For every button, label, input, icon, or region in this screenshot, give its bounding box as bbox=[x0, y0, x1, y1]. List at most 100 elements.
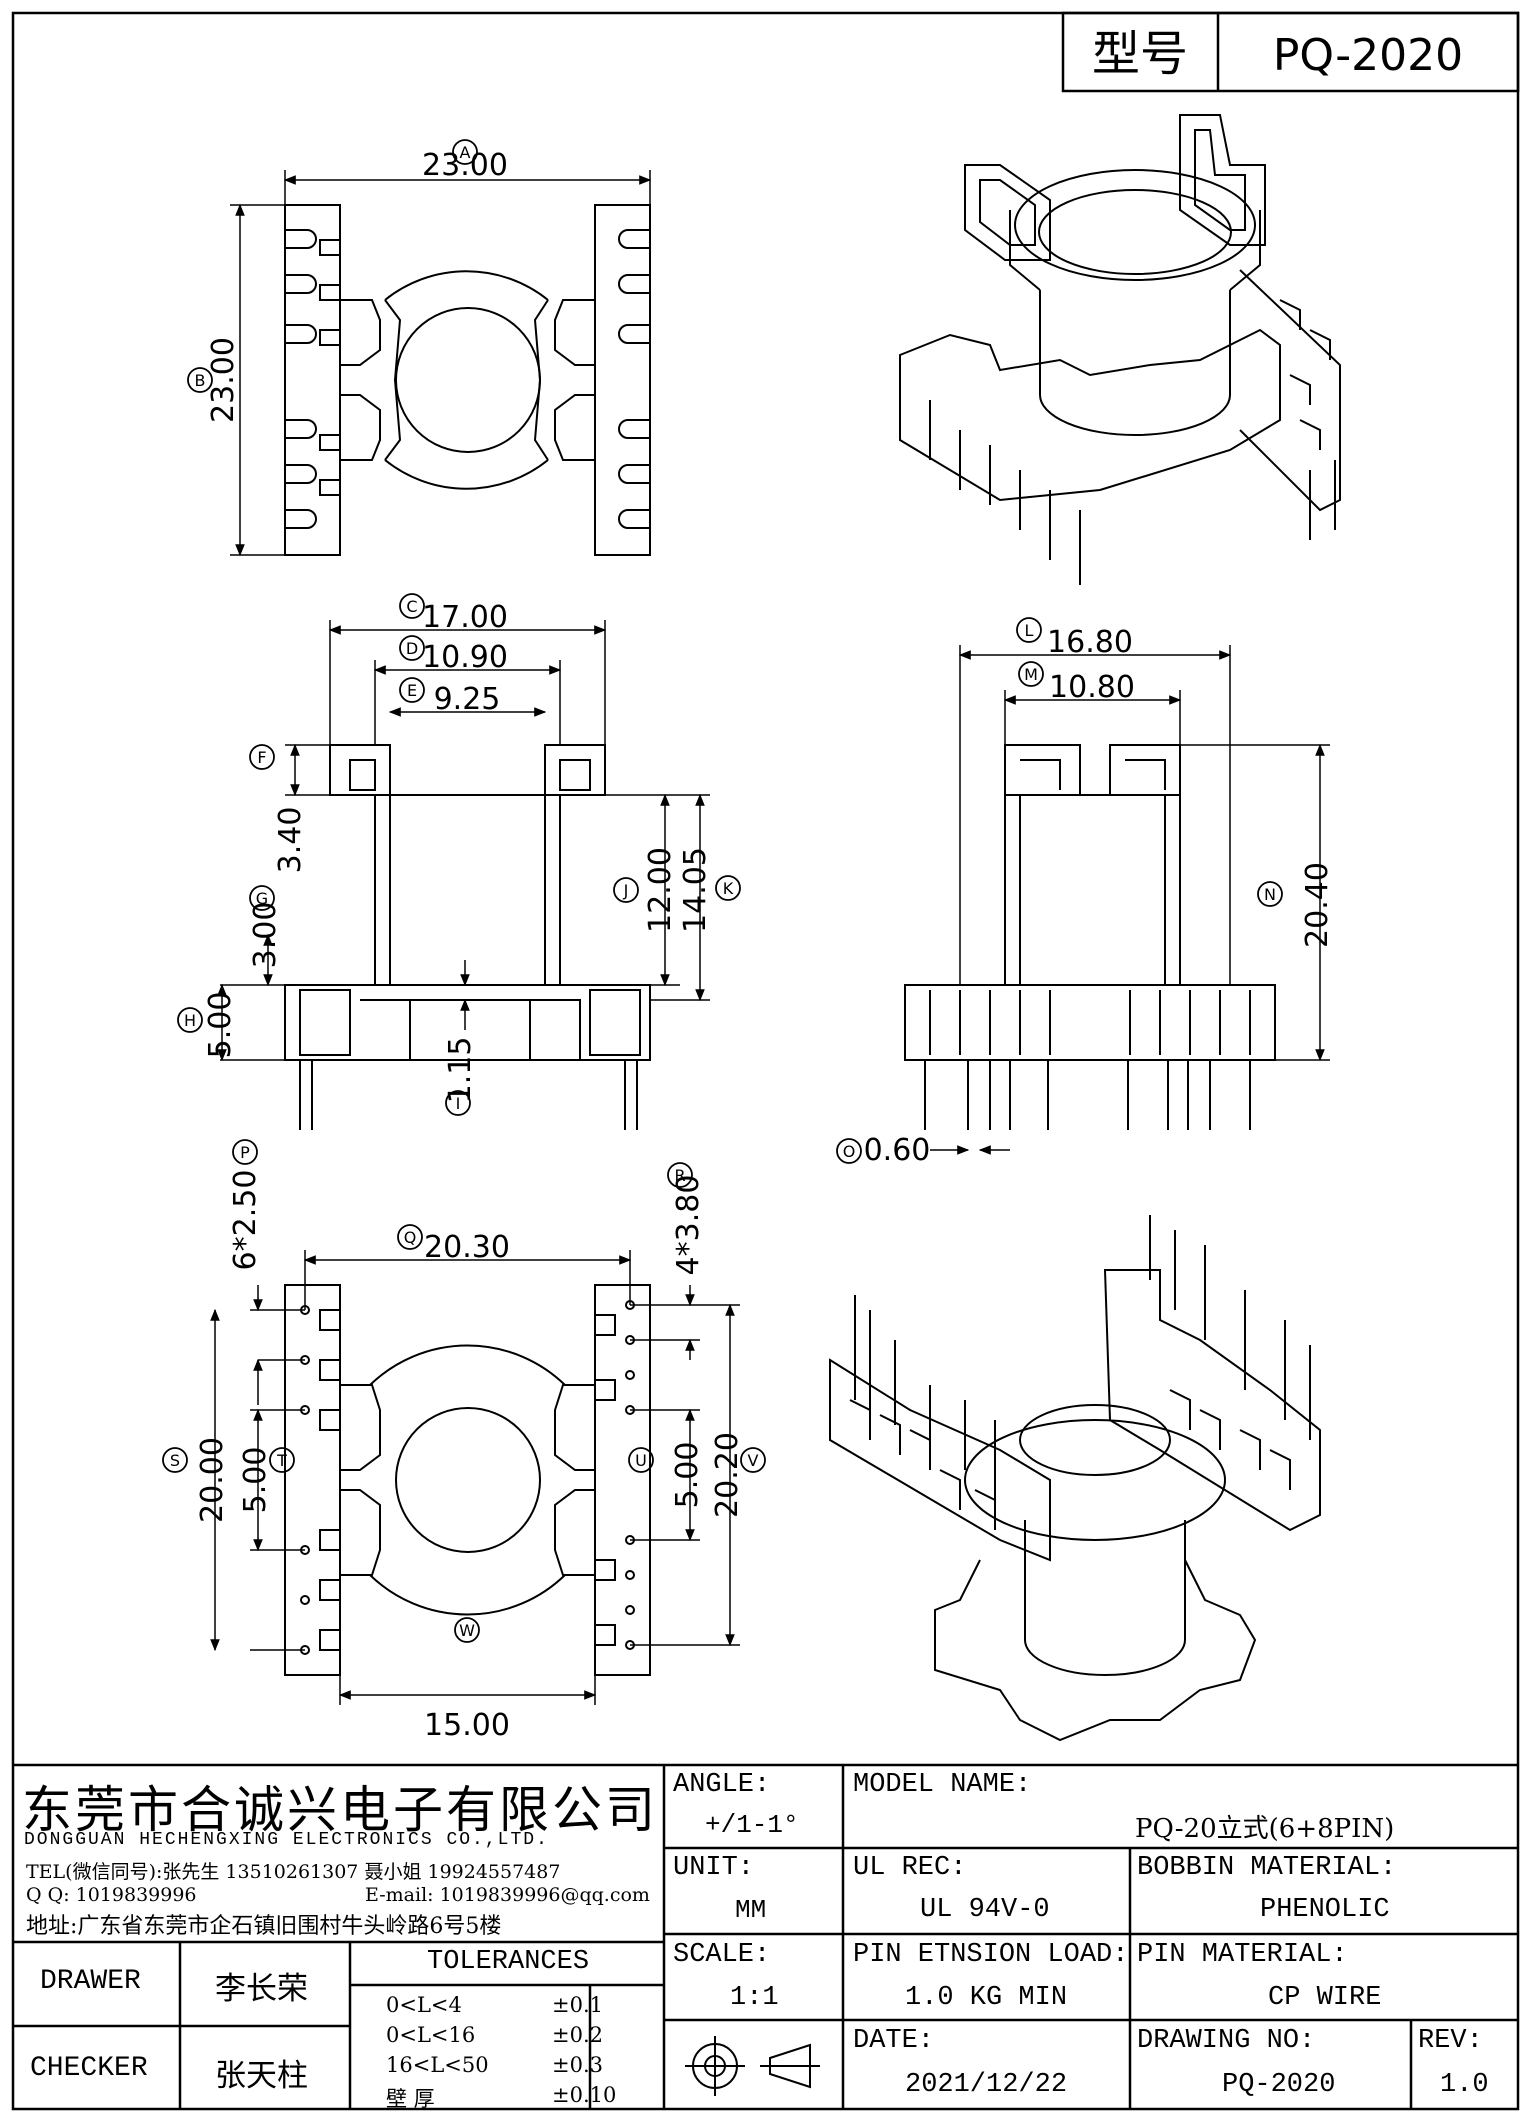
dim-letter-text: I bbox=[456, 1094, 461, 1113]
dim-letter-n: N bbox=[1257, 881, 1283, 907]
front-view-top-flange-left bbox=[329, 744, 391, 796]
dim-letter-v: V bbox=[740, 1447, 766, 1473]
dim-letter-f: F bbox=[249, 744, 275, 770]
scale-label: SCALE: bbox=[673, 1940, 771, 1970]
dim-letter-q: Q bbox=[397, 1224, 423, 1250]
dim-letter-circle bbox=[452, 139, 478, 165]
company-tel: TEL(微信同号):张先生 13510261307 聂小姐 1992455748… bbox=[26, 1861, 561, 1883]
dim-letter-circle bbox=[628, 1447, 654, 1473]
dim-letter-text: L bbox=[1025, 621, 1034, 640]
dim-letter-text: K bbox=[723, 879, 734, 898]
model-title-box: 型号 PQ-2020 bbox=[1061, 11, 1520, 93]
dim-A-value: 23.00 bbox=[422, 148, 508, 183]
rev-label: REV: bbox=[1418, 2026, 1483, 2056]
date-label: DATE: bbox=[853, 2026, 935, 2056]
model-name-label: MODEL NAME: bbox=[853, 1770, 1032, 1800]
front-view-base bbox=[284, 984, 651, 1061]
dim-letter-circle bbox=[667, 1162, 693, 1188]
pin-load-label: PIN ETNSION LOAD: bbox=[853, 1940, 1129, 1970]
dim-W-value: 15.00 bbox=[424, 1708, 510, 1743]
dim-V-value: 20.20 bbox=[710, 1432, 745, 1518]
dim-letter-a: A bbox=[452, 139, 478, 165]
dim-letter-circle bbox=[399, 635, 425, 661]
dim-letter-circle bbox=[399, 593, 425, 619]
dim-E-value: 9.25 bbox=[434, 682, 501, 717]
dim-letter-circle bbox=[397, 1224, 423, 1250]
drawer-value: 李长荣 bbox=[215, 1971, 308, 2007]
dim-letter-l: L bbox=[1016, 617, 1042, 643]
dim-letter-circle bbox=[187, 367, 213, 393]
dim-letter-o: O bbox=[836, 1138, 862, 1164]
ul-rec-label: UL REC: bbox=[853, 1853, 967, 1883]
dim-letter-text: O bbox=[843, 1142, 856, 1161]
dim-letter-k: K bbox=[715, 875, 741, 901]
top-view-dims bbox=[230, 170, 652, 557]
top-view-core-hole bbox=[395, 307, 541, 453]
dim-letter-text: M bbox=[1024, 665, 1038, 684]
dim-letter-circle bbox=[1016, 617, 1042, 643]
dim-I-value: 1.15 bbox=[443, 1037, 478, 1104]
dim-letter-circle bbox=[249, 885, 275, 911]
front-view-dims bbox=[217, 620, 710, 1062]
dim-letter-j: J bbox=[613, 877, 639, 903]
dim-letter-circle bbox=[162, 1447, 188, 1473]
dim-O-value: 0.60 bbox=[864, 1133, 931, 1168]
company-name-en: DONGGUAN HECHENGXING ELECTRONICS CO.,LTD… bbox=[24, 1830, 549, 1850]
drawer-label: DRAWER bbox=[40, 1966, 141, 1997]
dim-letter-text: F bbox=[257, 748, 266, 767]
dim-letter-circle bbox=[1018, 661, 1044, 687]
title-block-grid bbox=[13, 1763, 1518, 2109]
dim-letter-m: M bbox=[1018, 661, 1044, 687]
angle-value: +/1-1° bbox=[705, 1810, 799, 1840]
dim-letter-circle bbox=[715, 875, 741, 901]
dim-letter-e: E bbox=[399, 677, 425, 703]
bottom-view-dims bbox=[210, 1250, 740, 1705]
company-name-cn: 东莞市合诚兴电子有限公司 bbox=[22, 1781, 658, 1839]
dim-letter-g: G bbox=[249, 885, 275, 911]
bobbin-material-value: PHENOLIC bbox=[1260, 1895, 1390, 1925]
dim-letter-t: T bbox=[269, 1447, 295, 1473]
bottom-view bbox=[284, 1284, 651, 1676]
dim-letter-u: U bbox=[628, 1447, 654, 1473]
tolerance-value: ±0.10 bbox=[552, 2083, 617, 2107]
bottom-view-core-hole bbox=[395, 1407, 541, 1553]
dim-letter-circle bbox=[399, 677, 425, 703]
dim-C-value: 17.00 bbox=[422, 600, 508, 635]
tolerance-value: ±0.2 bbox=[552, 2023, 603, 2047]
dim-letter-text: U bbox=[635, 1451, 647, 1470]
dim-M-value: 10.80 bbox=[1049, 670, 1135, 705]
dim-letter-circle bbox=[249, 744, 275, 770]
dim-L-value: 16.80 bbox=[1047, 625, 1133, 660]
rev-value: 1.0 bbox=[1440, 2070, 1489, 2100]
dim-letter-text: B bbox=[195, 371, 206, 390]
dim-D-value: 10.90 bbox=[422, 640, 508, 675]
tolerance-value: ±0.3 bbox=[552, 2053, 603, 2077]
dim-letter-circle bbox=[836, 1138, 862, 1164]
dim-letter-h: H bbox=[177, 1007, 203, 1033]
dim-letter-text: N bbox=[1264, 885, 1276, 904]
angle-label: ANGLE: bbox=[673, 1770, 771, 1800]
dim-letter-text: A bbox=[460, 143, 471, 162]
dim-letter-circle bbox=[269, 1447, 295, 1473]
dim-letter-text: E bbox=[407, 681, 417, 700]
tolerance-value: ±0.1 bbox=[552, 1993, 603, 2017]
dim-N-value: 20.40 bbox=[1300, 862, 1335, 948]
dim-letter-c: C bbox=[399, 593, 425, 619]
checker-value: 张天柱 bbox=[215, 2058, 308, 2094]
dim-letter-w: W bbox=[454, 1617, 480, 1643]
dim-letter-circle bbox=[613, 877, 639, 903]
dim-letter-d: D bbox=[399, 635, 425, 661]
dim-K-value: 14.05 bbox=[678, 847, 713, 933]
dim-letter-circle bbox=[1257, 881, 1283, 907]
dim-S-value: 20.00 bbox=[195, 1437, 230, 1523]
dim-letter-text: C bbox=[406, 597, 417, 616]
model-name-value: PQ-20立式(6+8PIN) bbox=[1135, 1814, 1395, 1844]
top-view-flange bbox=[384, 270, 549, 490]
company-email: E-mail: 1019839996@qq.com bbox=[365, 1884, 650, 1906]
dim-letter-text: H bbox=[184, 1011, 196, 1030]
side-view-dims bbox=[930, 645, 1330, 1155]
dim-letter-p: P bbox=[232, 1139, 258, 1165]
dim-letter-b: B bbox=[187, 367, 213, 393]
drawing-no-value: PQ-2020 bbox=[1222, 2070, 1336, 2100]
